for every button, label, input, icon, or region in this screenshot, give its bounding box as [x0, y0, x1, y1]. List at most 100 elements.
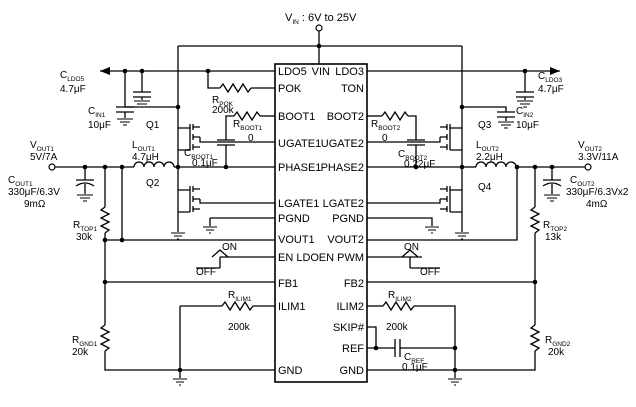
cref-label: CREF 0.1μF — [402, 352, 428, 373]
en-ldo-on-label: ON — [222, 242, 237, 253]
q3-mosfet — [367, 124, 463, 167]
pin-vout2: VOUT2 — [327, 234, 364, 246]
svg-text:4.7μF: 4.7μF — [538, 84, 564, 95]
en-pwm-on-label: ON — [404, 242, 419, 253]
lout1-label: LOUT1 4.7μH — [132, 140, 159, 163]
pin-ldo3: LDO3 — [335, 66, 364, 78]
rgnd2-label: RGND2 20k — [545, 335, 571, 358]
pin-phase1: PHASE1 — [278, 162, 321, 174]
q4-label: Q4 — [478, 182, 492, 193]
svg-text:RTOP2: RTOP2 — [543, 220, 567, 233]
rtop2-label: RTOP2 13k — [543, 220, 567, 243]
svg-text:0: 0 — [248, 133, 254, 144]
svg-text:9mΩ: 9mΩ — [24, 199, 46, 210]
q1-mosfet — [177, 124, 275, 167]
svg-text:CIN2: CIN2 — [516, 106, 534, 119]
cout1-label: COUT1 330μF/6.3V 9mΩ — [8, 175, 60, 210]
pin-ref: REF — [342, 343, 364, 355]
pin-fb1: FB1 — [278, 278, 298, 290]
cldo3-label: CLDO3 4.7μF — [538, 71, 564, 95]
svg-text:VOUT1: VOUT1 — [30, 140, 54, 153]
pin-ton: TON — [341, 83, 364, 95]
q4-mosfet — [367, 186, 469, 240]
svg-text:RGND2: RGND2 — [545, 335, 571, 348]
ldo5-arrow — [100, 67, 110, 75]
q3-label: Q3 — [478, 120, 492, 131]
svg-text:4.7μF: 4.7μF — [60, 84, 86, 95]
vin-label: VIN : 6V to 25V — [285, 12, 357, 26]
lout2-label: LOUT2 2.2μH — [476, 140, 503, 163]
pin-ugate1: UGATE1 — [278, 138, 321, 150]
svg-text:RPOK: RPOK — [212, 95, 234, 108]
rgnd1-label: RGND1 20k — [72, 335, 98, 358]
pin-pgnd2: PGND — [332, 213, 364, 225]
pin-lgate1: LGATE1 — [278, 198, 319, 210]
en-ldo-off-label: OFF — [196, 267, 216, 278]
vout1-terminal — [48, 163, 56, 171]
cboot1-label: CBOOT1 0.1μF — [184, 148, 218, 169]
svg-text:CIN1: CIN1 — [88, 106, 106, 119]
svg-text:330μF/6.3V: 330μF/6.3V — [8, 187, 60, 198]
q1-label: Q1 — [146, 120, 160, 131]
pin-enldo: EN LDO — [278, 252, 319, 264]
rboot2-label: RBOOT2 0 — [371, 119, 401, 144]
ic-left-pins: LDO5 POK BOOT1 UGATE1 PHASE1 LGATE1 PGND… — [278, 66, 321, 377]
rilim2-label: RILIM2 200k — [386, 290, 412, 333]
svg-text:10μF: 10μF — [88, 120, 111, 131]
en-pwm-switch[interactable]: ON OFF — [367, 242, 440, 278]
svg-text:CLDO5: CLDO5 — [60, 70, 85, 83]
pin-enpwm: EN PWM — [319, 252, 364, 264]
svg-text:CLDO3: CLDO3 — [538, 71, 563, 84]
rilim1-label: RILIM1 200k — [228, 290, 252, 333]
pin-skip: SKIP# — [333, 322, 365, 334]
pin-ilim2: ILIM2 — [336, 301, 364, 313]
svg-text:0: 0 — [382, 133, 388, 144]
svg-text:200k: 200k — [386, 322, 409, 333]
svg-text:0.22μF: 0.22μF — [404, 159, 435, 170]
rpok-label: RPOK 200k — [212, 95, 235, 116]
svg-text:30k: 30k — [76, 232, 93, 243]
cin2-label: CIN2 10μF — [516, 106, 539, 131]
vin-terminal — [315, 24, 323, 32]
cldo5-label: CLDO5 4.7μF — [60, 70, 86, 95]
pin-ldo5: LDO5 — [278, 66, 307, 78]
svg-text:2.2μH: 2.2μH — [476, 152, 503, 163]
pin-gnd1: GND — [278, 365, 303, 377]
pin-boot1: BOOT1 — [278, 111, 315, 123]
en-pwm-off-label: OFF — [420, 267, 440, 278]
ic-body — [274, 63, 368, 383]
cin1-label: CIN1 10μF — [88, 106, 111, 131]
svg-text:4.7μH: 4.7μH — [132, 152, 159, 163]
pin-vout1: VOUT1 — [278, 234, 315, 246]
svg-text:CREF: CREF — [404, 352, 424, 365]
pin-boot2: BOOT2 — [327, 111, 364, 123]
en-ldo-switch[interactable]: ON OFF — [196, 242, 275, 278]
svg-text:RTOP1: RTOP1 — [73, 220, 97, 233]
svg-text:RBOOT2: RBOOT2 — [371, 119, 401, 132]
svg-text:RILIM2: RILIM2 — [388, 290, 412, 303]
svg-text:RILIM1: RILIM1 — [228, 290, 252, 303]
svg-text:200k: 200k — [212, 105, 235, 116]
svg-text:13k: 13k — [545, 232, 562, 243]
svg-text:CBOOT2: CBOOT2 — [398, 149, 428, 162]
pin-lgate2: LGATE2 — [323, 198, 364, 210]
svg-text:10μF: 10μF — [516, 120, 539, 131]
q2-mosfet — [171, 186, 275, 240]
rtop1-label: RTOP1 30k — [73, 220, 97, 243]
ldo3-arrow — [550, 67, 560, 75]
svg-text:CBOOT1: CBOOT1 — [184, 148, 214, 161]
svg-text:20k: 20k — [72, 347, 89, 358]
svg-text:3.3V/11A: 3.3V/11A — [578, 152, 619, 163]
pin-vin: VIN — [312, 66, 330, 78]
cout2-label: COUT2 330μF/6.3Vx2 4mΩ — [566, 175, 629, 210]
rboot1-label: RBOOT1 0 — [233, 119, 263, 144]
cboot2-label: CBOOT2 0.22μF — [398, 149, 435, 170]
ic-right-pins: VIN LDO3 TON BOOT2 UGATE2 PHASE2 LGATE2 … — [312, 66, 365, 377]
svg-text:0.1μF: 0.1μF — [192, 158, 218, 169]
pin-pok: POK — [278, 83, 302, 95]
svg-text:200k: 200k — [228, 322, 251, 333]
svg-text:VIN : 6V to 25V: VIN : 6V to 25V — [285, 12, 357, 26]
svg-text:330μF/6.3Vx2: 330μF/6.3Vx2 — [566, 187, 629, 198]
svg-text:20k: 20k — [548, 347, 565, 358]
